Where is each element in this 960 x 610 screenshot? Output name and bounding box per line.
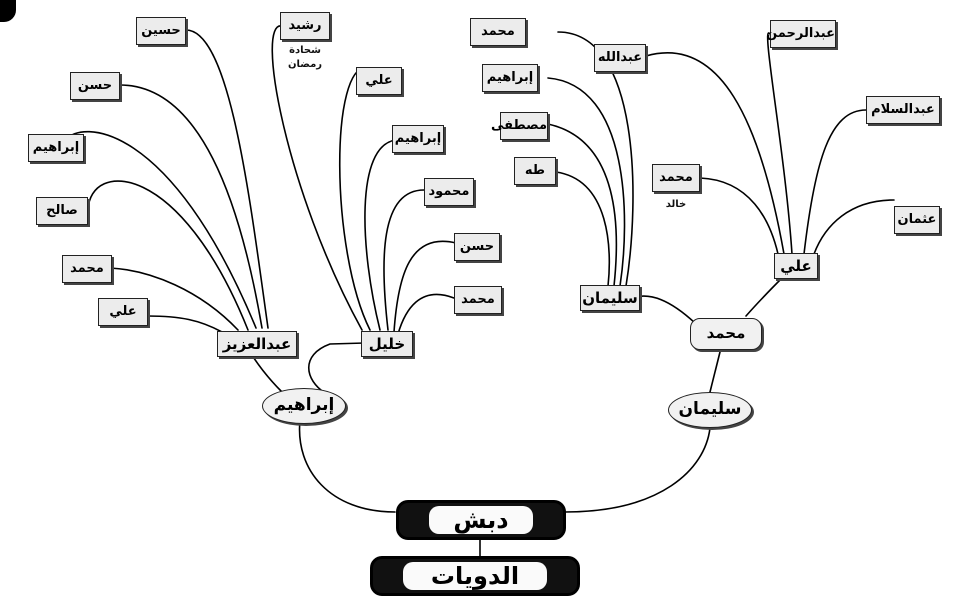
connector-muhammad-ali bbox=[745, 275, 785, 317]
sulaiman-node: سليمان bbox=[668, 392, 752, 428]
connector-khalil-ibrahim bbox=[364, 139, 397, 331]
khalil-child-4: محمود bbox=[424, 178, 474, 206]
ali-child-2: عبدالرحمن bbox=[766, 20, 836, 48]
khalil-child-6: محمد bbox=[454, 286, 502, 314]
sulaiman2-child-2: إبراهيم bbox=[482, 64, 538, 92]
connector-abdulaziz-ibrahim bbox=[65, 130, 257, 329]
khalil-child-3: إبراهيم bbox=[392, 125, 444, 153]
root-parent-node: الدويات bbox=[370, 556, 580, 596]
connector-ali-muhammad bbox=[699, 177, 779, 255]
connector-khalil-mahmoud bbox=[383, 189, 425, 331]
connector-s2-ibrahim bbox=[547, 77, 626, 287]
abdulaziz-child-5: محمد bbox=[62, 255, 112, 283]
ali-child-3: عبدالسلام bbox=[866, 96, 940, 124]
connector-khalil-hasan bbox=[393, 240, 457, 333]
khalil-child-2: علي bbox=[356, 67, 402, 95]
ali-note: خالد bbox=[665, 199, 687, 210]
muhammad-node: محمد bbox=[690, 318, 762, 350]
ali-node: علي bbox=[774, 253, 818, 279]
connector-ibrahim-khalil bbox=[307, 342, 366, 394]
connector-ali-abdulrahman bbox=[766, 32, 793, 255]
root-name: دبش bbox=[429, 506, 533, 534]
connector-abdulaziz-saleh bbox=[87, 180, 249, 331]
connector-sulaiman-muhammad bbox=[709, 351, 721, 393]
abdulaziz-child-1: حسين bbox=[136, 17, 186, 45]
ali-child-1: عبدالله bbox=[594, 44, 646, 72]
connector-khalil-ali bbox=[338, 67, 371, 331]
connector-abdulaziz-ali bbox=[147, 315, 223, 333]
sulaiman2-child-3: مصطفى bbox=[491, 112, 548, 140]
connector-ali-othman bbox=[813, 199, 895, 255]
sulaiman2-child-4: طه bbox=[514, 157, 556, 185]
connector-abdulaziz-hasan bbox=[119, 84, 263, 329]
abdulaziz-child-3: إبراهيم bbox=[28, 134, 84, 162]
khalil-child-5: حسن bbox=[454, 233, 500, 261]
khalil-node: خليل bbox=[361, 331, 413, 357]
sulaiman2-node: سليمان bbox=[580, 285, 640, 311]
connector-ali-abdulsalam bbox=[803, 109, 867, 255]
connector-s2-muhammad bbox=[557, 31, 634, 287]
sulaiman2-child-1: محمد bbox=[470, 18, 526, 46]
khalil-child-1: رشيد bbox=[280, 12, 330, 40]
khalil-note: شحادة رمضان bbox=[287, 45, 323, 70]
ali-child-4: محمد bbox=[652, 164, 700, 192]
root-parent-name: الدويات bbox=[403, 562, 547, 590]
connector-ibrahim-abdulaziz bbox=[249, 351, 283, 393]
connector-muhammad-sulaiman2 bbox=[631, 295, 696, 324]
connector-khalil-muhammad2 bbox=[397, 293, 455, 335]
connector-ali-abdullah bbox=[645, 52, 785, 255]
root-node: دبش bbox=[396, 500, 566, 540]
connector-s2-taha bbox=[555, 171, 611, 287]
abdulaziz-child-4: صالح bbox=[36, 197, 88, 225]
connector-abdulaziz-muhammad bbox=[109, 267, 239, 331]
abdulaziz-child-2: حسن bbox=[70, 72, 120, 100]
ibrahim-node: إبراهيم bbox=[262, 388, 346, 424]
abdulaziz-child-6: علي bbox=[98, 298, 148, 326]
connector-root-ibrahim bbox=[298, 419, 396, 513]
connector-khalil-rashid bbox=[271, 25, 363, 331]
abdulaziz-node: عبدالعزيز bbox=[217, 331, 297, 357]
connector-abdulaziz-husain bbox=[185, 29, 269, 329]
connector-s2-mustafa bbox=[547, 123, 618, 287]
ali-child-5: عثمان bbox=[894, 206, 940, 234]
page-corner-mark bbox=[0, 0, 16, 22]
connector-root-sulaiman bbox=[564, 427, 711, 513]
